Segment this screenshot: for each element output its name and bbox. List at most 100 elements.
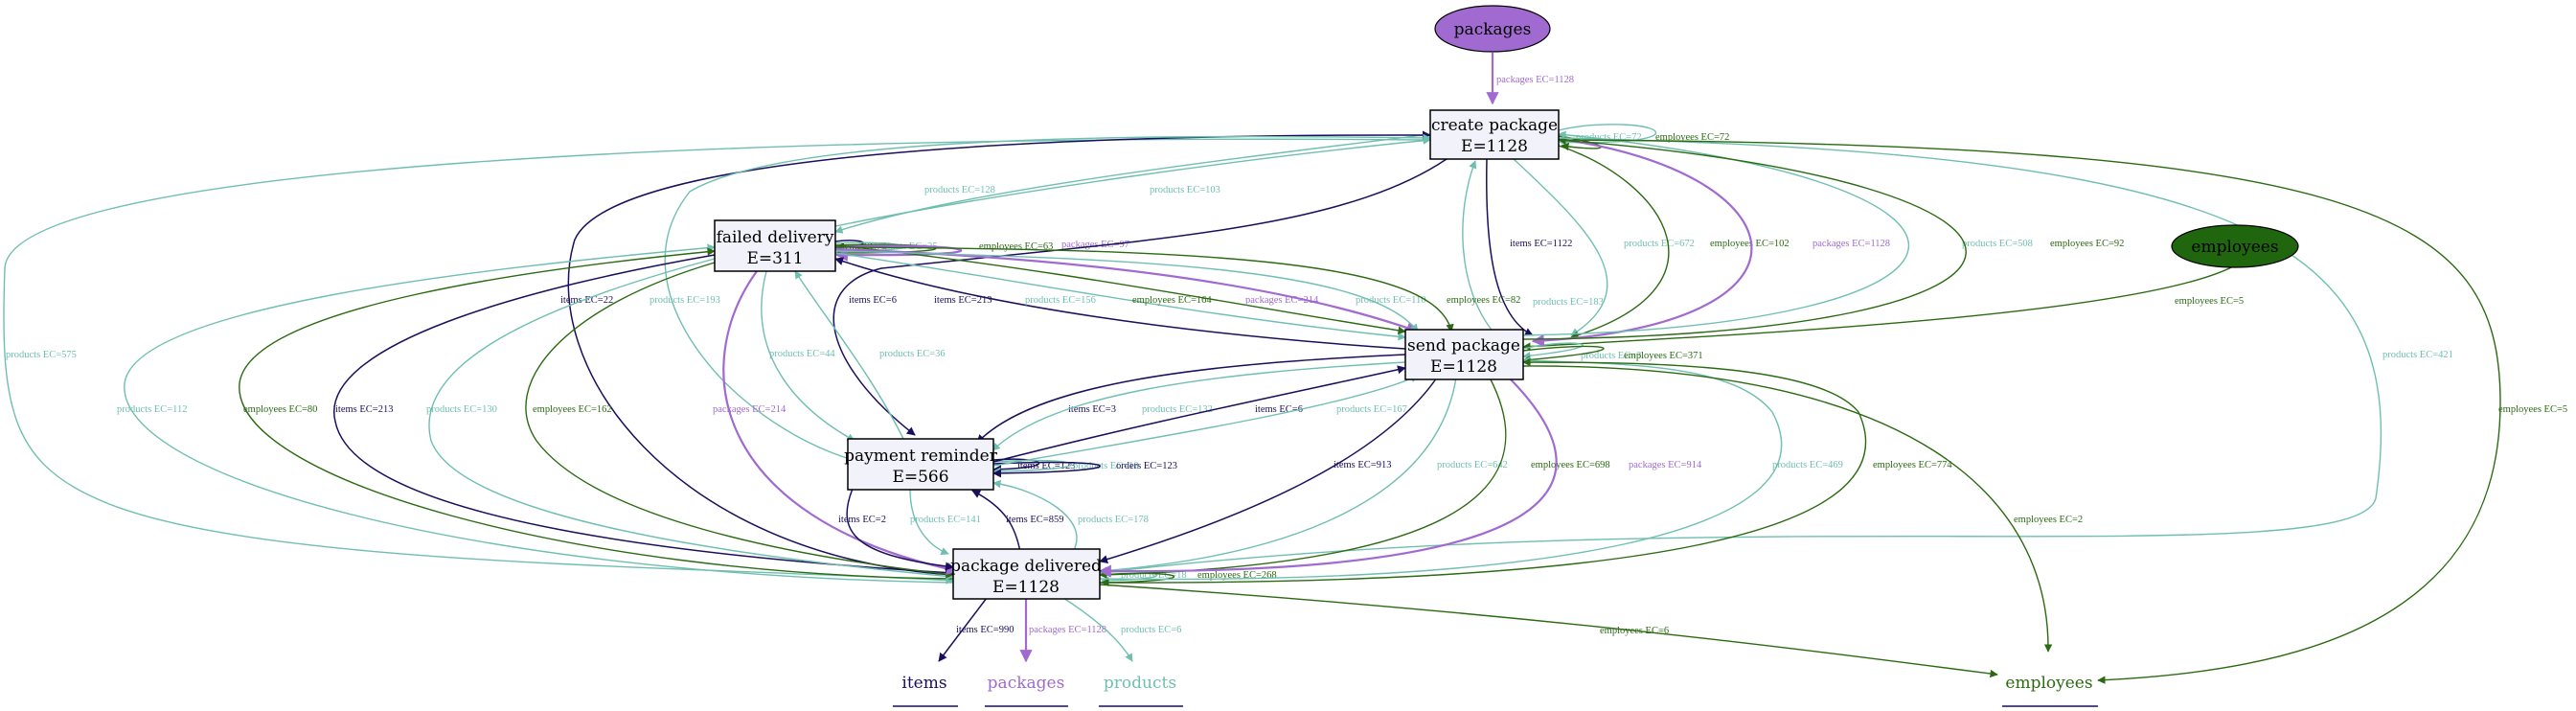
- activity-package-delivered[interactable]: package delivered E=1128: [950, 548, 1102, 600]
- edge-deliv-send-469[interactable]: products EC=469: [1099, 356, 1843, 581]
- edge-failed-send-emp164[interactable]: employees EC=164: [834, 244, 1406, 334]
- edge-create-deliv-575[interactable]: products EC=575: [3, 138, 1431, 585]
- activity-count: E=566: [892, 468, 948, 487]
- edge-label: employees EC=2: [2014, 515, 2083, 525]
- edge-create-pay-items6[interactable]: items EC=6: [832, 158, 1448, 436]
- edge-pay-deliv-items2[interactable]: items EC=2: [838, 488, 954, 571]
- edge-failed-send-emp82[interactable]: employees EC=82: [834, 246, 1520, 333]
- edge-failed-send-110[interactable]: products EC=110: [834, 250, 1426, 333]
- edge-pay-send-items6[interactable]: items EC=6: [992, 365, 1406, 463]
- edge-pay-deliv-141[interactable]: products EC=141: [909, 488, 981, 556]
- edge-label: products EC=130: [426, 404, 497, 415]
- edge-label: items EC=213: [934, 295, 992, 306]
- edge-src-emp-send[interactable]: employees EC=5: [1522, 264, 2244, 351]
- edge-send-failed-items213[interactable]: items EC=213: [834, 257, 1406, 350]
- edge-label: products EC=18: [1073, 461, 1139, 471]
- edge-label: items EC=1122: [1510, 239, 1572, 249]
- edge-failed-send-156[interactable]: products EC=156: [834, 252, 1406, 341]
- edge-failed-deliv-items213[interactable]: items EC=213: [332, 254, 954, 577]
- edge-label: packages EC=1128: [1812, 239, 1890, 249]
- edge-send-deliv-emp698[interactable]: employees EC=698: [1099, 377, 1610, 579]
- edge-label: items EC=6: [849, 295, 897, 306]
- sink-items[interactable]: items: [893, 674, 958, 707]
- edge-create-send-items[interactable]: items EC=1122: [1486, 158, 1573, 336]
- activity-count: E=1128: [1461, 137, 1528, 156]
- edge-src-pk-create[interactable]: packages EC=1128: [1486, 53, 1574, 105]
- edge-deliv-pay-items859[interactable]: items EC=859: [971, 490, 1063, 553]
- edge-deliv-pay-178[interactable]: products EC=178: [992, 479, 1149, 553]
- edge-label: employees EC=162: [533, 404, 612, 415]
- activity-failed-delivery[interactable]: failed delivery E=311: [714, 219, 836, 272]
- edge-deliv-emp-sink[interactable]: employees EC=6: [1099, 584, 1998, 678]
- edge-label: packages EC=1128: [1029, 625, 1106, 635]
- edge-failed-pay-44[interactable]: products EC=44: [761, 270, 855, 442]
- edge-deliv-pk-sink[interactable]: packages EC=1128: [1019, 598, 1106, 663]
- edge-label: items EC=213: [335, 404, 393, 415]
- edge-label: products EC=642: [1437, 460, 1508, 470]
- edge-create-failed-128[interactable]: products EC=128: [834, 133, 1431, 234]
- edge-send-deliv-642[interactable]: products EC=642: [1099, 377, 1508, 575]
- activity-create-package[interactable]: create package E=1128: [1429, 109, 1560, 160]
- activity-title: package delivered: [950, 557, 1102, 576]
- edge-send-pay-132[interactable]: products EC=132: [992, 361, 1406, 451]
- edge-deliv-items-sink[interactable]: items EC=990: [938, 597, 1014, 662]
- edge-deliv-failed-emp80[interactable]: employees EC=80: [239, 247, 954, 580]
- edge-failed-deliv-130[interactable]: products EC=130: [426, 258, 954, 581]
- edge-label: products EC=44: [769, 349, 835, 359]
- edge-label: products EC=508: [1962, 239, 2033, 249]
- source-employees[interactable]: employees: [2171, 224, 2299, 268]
- sink-employees[interactable]: employees: [2002, 674, 2098, 707]
- edge-send-create-emp92[interactable]: employees EC=92: [1522, 136, 2124, 340]
- edge-label: items EC=859: [1006, 515, 1063, 525]
- edge-failed-self-pk[interactable]: packages EC=97: [834, 240, 1129, 262]
- edge-label: items EC=6: [1255, 404, 1303, 415]
- edge-send-emp-sink[interactable]: employees EC=2: [1522, 365, 2083, 653]
- edge-label: products EC=167: [1336, 404, 1407, 415]
- activity-title: payment reminder: [844, 447, 998, 466]
- edge-label: products EC=183: [1533, 297, 1604, 308]
- edge-pay-self-orders[interactable]: orders EC=123: [992, 461, 1177, 478]
- edge-label: packages EC=914: [1629, 460, 1702, 470]
- edge-send-deliv-pk914[interactable]: packages EC=914: [1098, 377, 1702, 578]
- activity-send-package[interactable]: send package E=1128: [1404, 329, 1524, 380]
- edge-create-send-emp102[interactable]: employees EC=102: [1558, 145, 1790, 339]
- edge-label: products EC=112: [117, 404, 188, 415]
- edge-label: employees EC=72: [1655, 132, 1729, 143]
- edge-label: products EC=141: [910, 515, 981, 525]
- edge-pay-send-167[interactable]: products EC=167: [992, 375, 1419, 467]
- edge-send-self-emp[interactable]: employees EC=371: [1522, 345, 1703, 364]
- activity-payment-reminder[interactable]: payment reminder E=566: [844, 438, 998, 491]
- edge-failed-deliv-pk214[interactable]: packages EC=214: [713, 270, 960, 575]
- edge-label: products EC=672: [1624, 239, 1695, 249]
- edge-label: employees EC=92: [2050, 239, 2124, 249]
- edges: packages EC=1128 employees EC=5 products…: [3, 53, 2567, 684]
- edge-label: items EC=3: [1068, 404, 1116, 415]
- edge-label: products EC=128: [924, 185, 995, 195]
- edge-failed-create-103[interactable]: products EC=103: [834, 136, 1431, 227]
- source-packages[interactable]: packages: [1434, 5, 1551, 53]
- sink-packages[interactable]: packages: [985, 674, 1068, 707]
- edge-create-deliv-421[interactable]: products EC=421: [1099, 137, 2453, 577]
- edge-send-create-183[interactable]: products EC=183: [1462, 160, 1604, 334]
- edge-pay-create-193[interactable]: products EC=193: [650, 133, 1431, 461]
- edge-pay-failed-36[interactable]: products EC=36: [794, 270, 946, 444]
- edge-send-deliv-items913[interactable]: items EC=913: [1099, 377, 1438, 563]
- edge-label: products EC=132: [1142, 404, 1213, 415]
- activity-count: E=311: [746, 249, 803, 268]
- edge-deliv-prod-sink[interactable]: products EC=6: [1062, 597, 1181, 662]
- edge-send-pay-items3[interactable]: items EC=3: [976, 354, 1406, 444]
- sink-products[interactable]: products: [1099, 674, 1183, 707]
- edge-deliv-create-items22[interactable]: items EC=22: [560, 130, 1431, 576]
- edge-create-emp-sink[interactable]: employees EC=5: [1558, 139, 2567, 684]
- edge-create-send-pk[interactable]: packages EC=1128: [1531, 137, 1890, 347]
- edge-label: products EC=469: [1772, 460, 1843, 470]
- edge-deliv-send-emp774[interactable]: employees EC=774: [1099, 357, 1952, 584]
- edge-label: employees EC=63: [979, 241, 1053, 252]
- edge-deliv-failed-112[interactable]: products EC=112: [117, 243, 954, 584]
- edge-failed-deliv-emp162[interactable]: employees EC=162: [525, 262, 954, 579]
- edge-label: products EC=421: [2382, 350, 2453, 360]
- source-employees-label: employees: [2191, 238, 2278, 257]
- edge-create-send-672[interactable]: products EC=672: [1513, 158, 1695, 336]
